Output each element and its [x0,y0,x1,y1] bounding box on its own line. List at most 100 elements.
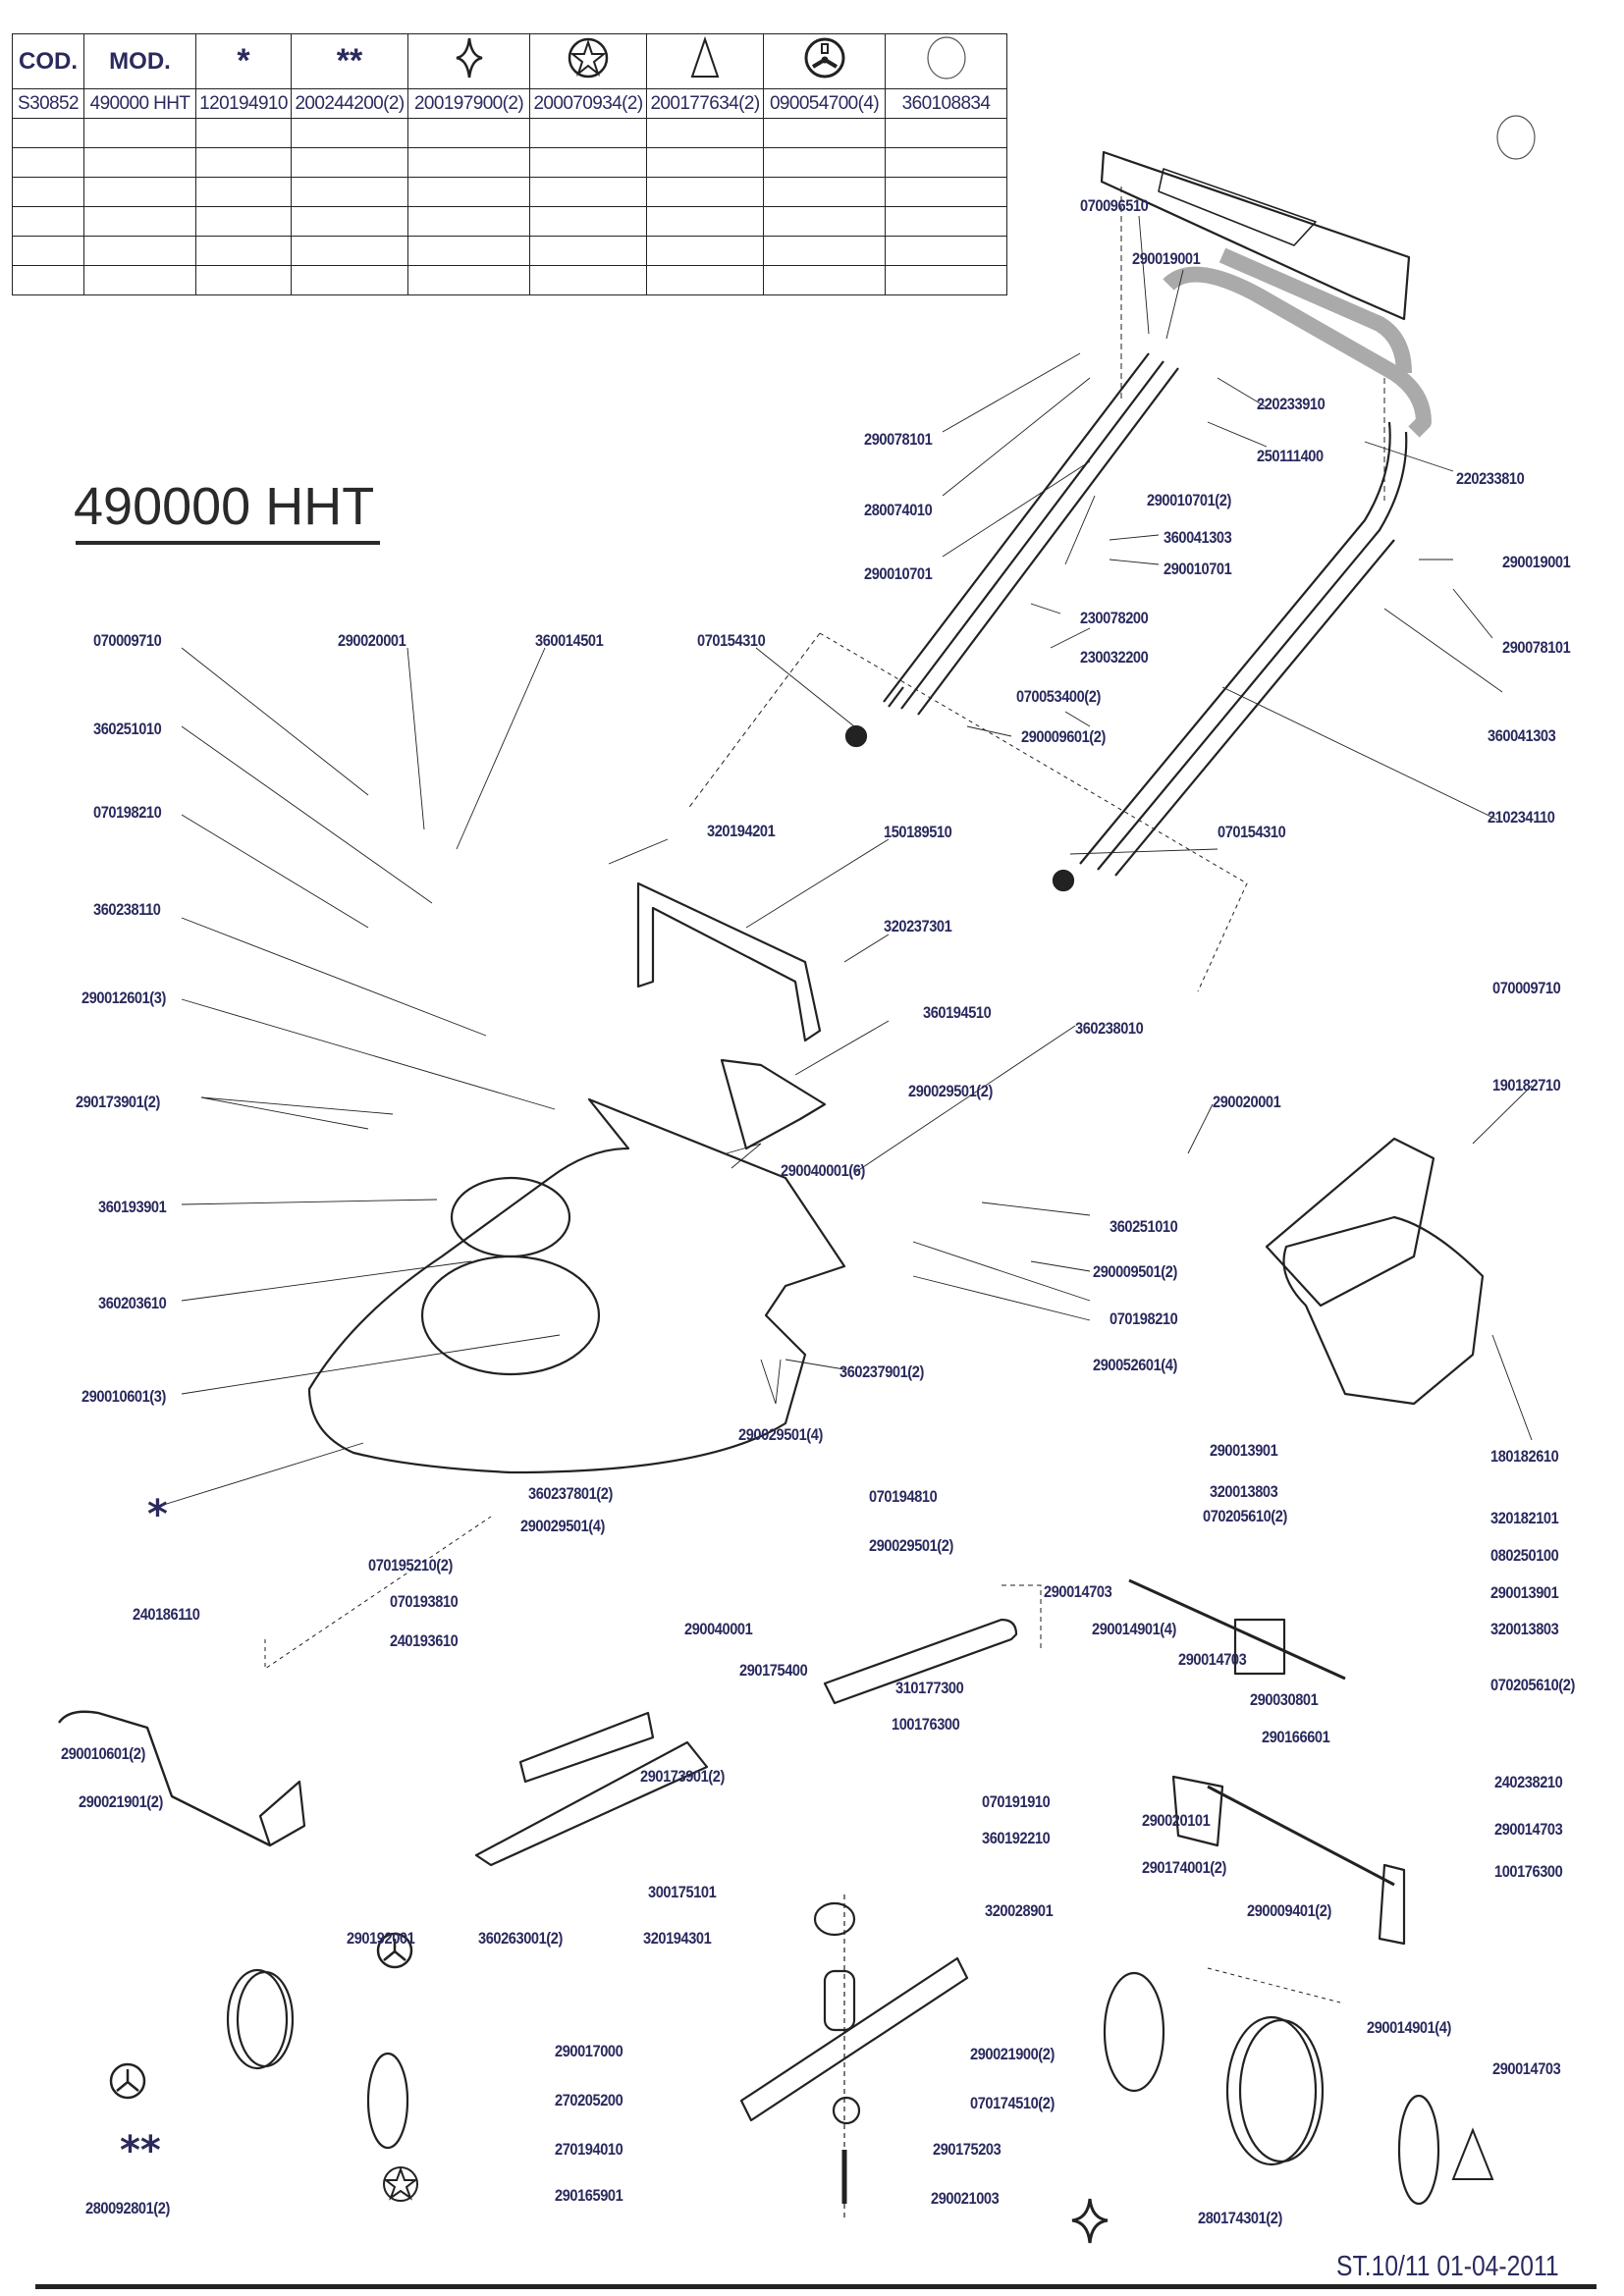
hubcap-part [1397,2094,1440,2206]
blade-washer-part [832,2096,861,2125]
empty-row [12,236,1007,266]
part-label: 290013901 [1490,1583,1559,1602]
part-label: 070009710 [93,631,162,650]
title-underline [76,541,380,545]
part-label: 150189510 [884,823,952,841]
part-label: 070195210(2) [368,1556,453,1575]
part-label: 290029501(2) [869,1536,953,1555]
part-label: 290010701 [864,564,933,583]
double-star-marker: ** [120,2128,161,2173]
cell-circled-star-part: 200070934(2) [529,88,647,119]
part-label: 290052601(4) [1093,1356,1177,1374]
part-label: 210234110 [1488,808,1555,827]
part-label: 360193901 [98,1198,167,1216]
part-label: 360014501 [535,631,604,650]
part-label: 190182710 [1492,1076,1561,1095]
part-label: 270194010 [555,2140,623,2159]
part-label: 290029501(2) [908,1082,993,1100]
part-label: 290175203 [933,2140,1001,2159]
header-circle-icon [885,33,1007,89]
handle-grip-part [1163,247,1432,438]
part-label: 290009401(2) [1247,1901,1331,1920]
drive-belt-part [823,1618,1018,1705]
part-label: 070009710 [1492,979,1561,997]
part-label: 290030801 [1250,1690,1319,1709]
revision-footer: ST.10/11 01-04-2011 [1336,2251,1559,2282]
part-label: 240238210 [1494,1773,1563,1791]
part-label: 360251010 [93,720,162,738]
part-label: 290029501(4) [738,1425,823,1444]
part-label: 270205200 [555,2091,623,2109]
part-label: 290020001 [338,631,406,650]
cell-circle-part: 360108834 [885,88,1007,119]
part-label: 230078200 [1080,609,1149,627]
gearbox-part [1233,1618,1286,1676]
parts-code-table: COD. MOD. * ** S30852 490000 HHT 1201949… [12,33,1007,295]
upper-handle-tube [1079,421,1408,877]
part-label: 290020101 [1142,1811,1211,1830]
part-label: 290029501(4) [520,1517,605,1535]
part-label: 290174001(2) [1142,1858,1226,1877]
header-single-star: * [195,33,292,89]
model-title: 490000 HHT [74,477,375,536]
cell-triangle-part: 200177634(2) [646,88,764,119]
part-label: 360203610 [98,1294,167,1312]
part-label: 290013901 [1210,1441,1278,1460]
grass-bag-part [1282,1215,1485,1406]
header-circled-star-icon [529,33,647,89]
diamond-star-marker-icon [1071,2198,1109,2244]
footer-rule [35,2284,1597,2289]
part-label: 070191910 [982,1792,1051,1811]
header-double-star: ** [291,33,408,89]
part-label: 360251010 [1110,1217,1178,1236]
part-label: 070053400(2) [1016,687,1101,706]
part-label: 320013803 [1210,1482,1278,1501]
part-label: 290010701 [1164,560,1232,578]
part-label: 240193610 [390,1631,459,1650]
part-label: 310177300 [895,1679,964,1697]
front-wheel-part [226,1968,289,2070]
part-label: 250111400 [1257,447,1324,465]
part-label: 080250100 [1490,1546,1559,1565]
part-label: 290021900(2) [970,2045,1055,2063]
part-label: 070174510(2) [970,2094,1055,2112]
part-label: 360041303 [1164,528,1232,547]
empty-row [12,206,1007,237]
pulley-part [813,1901,856,1937]
part-label: 290040001(6) [781,1161,865,1180]
part-label: 290019001 [1502,553,1571,571]
rear-wheel-part [1225,2015,1318,2166]
circled-tri-spoke-marker-icon [109,1932,413,2100]
single-star-marker: * [147,1492,168,1537]
cutting-blade-part [739,1956,969,2122]
mower-deck-part [307,1097,846,1474]
part-label: 070205610(2) [1490,1676,1575,1694]
part-label: 290012601(3) [81,988,166,1007]
part-label: 290009501(2) [1093,1262,1177,1281]
part-label: 290165901 [555,2186,623,2205]
empty-row [12,118,1007,148]
part-label: 070198210 [93,803,162,822]
part-label: 290173901(2) [640,1767,725,1786]
part-label: 290014901(4) [1092,1620,1176,1638]
part-label: 290020001 [1213,1093,1281,1111]
part-label: 290010601(2) [61,1744,145,1763]
part-label: 290019001 [1132,249,1201,268]
rear-axle-part [1207,1785,1395,1887]
front-axle-lever [58,1710,271,1847]
upper-handle-tube [883,352,1179,716]
part-label: 240186110 [133,1605,200,1624]
part-label: 290014901(4) [1367,2018,1451,2037]
part-label: 290192001 [347,1929,415,1948]
part-label: 280092801(2) [85,2199,170,2217]
part-label: 290017000 [555,2042,623,2060]
rear-flap-part [636,881,822,1042]
cell-diamond-star-part: 200197900(2) [407,88,530,119]
part-label: 320194301 [643,1929,712,1948]
part-label: 290166601 [1262,1728,1330,1746]
part-label: 360194510 [923,1003,992,1022]
cell-double-star-part: 200244200(2) [291,88,408,119]
part-label: 360237901(2) [839,1362,924,1381]
part-label: 290078101 [864,430,933,449]
